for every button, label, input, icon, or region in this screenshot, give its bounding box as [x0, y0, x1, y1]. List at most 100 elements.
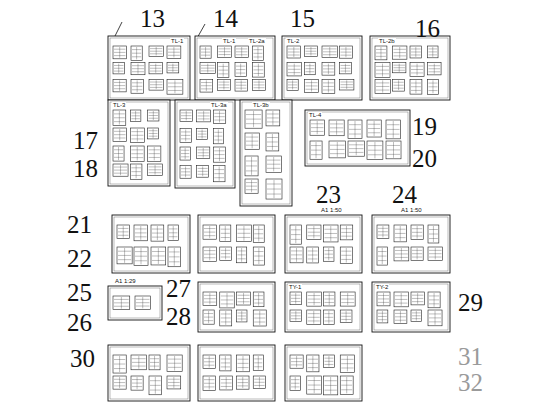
detail-stroke: [203, 111, 204, 121]
detail-stroke: [142, 297, 143, 308]
detail-stroke: [417, 248, 418, 259]
detail-stroke: [209, 356, 210, 368]
detail-stroke: [399, 64, 400, 72]
detail-stroke: [316, 142, 317, 158]
detail-view: [310, 141, 322, 159]
sheet-title: TL-2a: [248, 38, 266, 44]
callout-number: 17: [73, 128, 98, 153]
detail-view: [411, 292, 424, 305]
drawing-sheet: [282, 36, 362, 100]
detail-view: [394, 292, 408, 307]
detail-view: [428, 292, 440, 308]
detail-view: [329, 120, 344, 136]
detail-view: [393, 79, 405, 91]
detail-view: [131, 46, 142, 60]
sheet-title: TL-3b: [252, 102, 270, 108]
detail-stroke: [240, 64, 241, 76]
detail-view: [148, 128, 159, 139]
callout-number: 15: [290, 6, 315, 31]
detail-view: [203, 355, 215, 369]
detail-stroke: [296, 248, 297, 262]
detail-stroke: [135, 111, 136, 121]
detail-view: [322, 46, 338, 58]
detail-stroke: [155, 64, 156, 73]
detail-view: [200, 46, 211, 58]
detail-stroke: [218, 130, 219, 143]
detail-stroke: [434, 64, 435, 74]
detail-view: [197, 166, 209, 178]
detail-view: [253, 376, 265, 389]
detail-stroke: [251, 157, 252, 175]
detail-stroke: [399, 47, 400, 58]
detail-stroke: [258, 293, 259, 306]
detail-view: [148, 146, 161, 161]
detail-stroke: [118, 64, 119, 73]
detail-view: [340, 46, 353, 58]
detail-view: [149, 46, 163, 56]
detail-stroke: [382, 64, 383, 77]
detail-stroke: [124, 248, 125, 263]
detail-stroke: [314, 293, 315, 305]
detail-view: [213, 147, 225, 162]
detail-stroke: [173, 377, 174, 388]
sheet-title: A1 1:29: [114, 278, 137, 284]
callout-number: 27: [166, 276, 191, 301]
detail-stroke: [224, 47, 225, 56]
callout-number: 19: [412, 114, 437, 139]
detail-stroke: [226, 377, 227, 389]
detail-view: [237, 225, 252, 242]
detail-view: [237, 376, 250, 389]
detail-stroke: [242, 356, 243, 371]
detail-stroke: [417, 226, 418, 239]
detail-stroke: [156, 80, 157, 89]
detail-view: [410, 46, 422, 58]
detail-stroke: [295, 293, 296, 304]
detail-view: [245, 179, 258, 193]
detail-stroke: [295, 226, 296, 243]
detail-stroke: [401, 248, 402, 260]
detail-stroke: [140, 226, 141, 240]
detail-stroke: [185, 167, 186, 178]
detail-stroke: [346, 311, 347, 322]
detail-stroke: [119, 47, 120, 58]
sheet-frame: [284, 38, 360, 98]
detail-view: [135, 296, 150, 309]
detail-view: [367, 141, 383, 159]
detail-stroke: [141, 248, 142, 264]
detail-view: [324, 225, 339, 242]
sheet-frame: [110, 38, 188, 98]
detail-stroke: [330, 226, 331, 241]
sheet-title: TY-2: [375, 284, 389, 290]
detail-view: [322, 63, 335, 75]
detail-view: [324, 292, 335, 306]
sheet-frame: [110, 347, 188, 399]
detail-stroke: [206, 80, 207, 91]
detail-view: [253, 225, 264, 243]
detail-stroke: [382, 248, 383, 264]
detail-stroke: [136, 47, 137, 59]
callout-number: 32: [458, 370, 483, 395]
detail-stroke: [153, 129, 154, 138]
detail-stroke: [432, 80, 433, 93]
detail-view: [290, 310, 302, 322]
detail-stroke: [312, 248, 313, 262]
detail-view: [305, 63, 316, 75]
detail-stroke: [295, 377, 296, 390]
detail-stroke: [313, 311, 314, 324]
detail-stroke: [415, 80, 416, 93]
detail-stroke: [119, 80, 120, 91]
detail-view: [324, 247, 334, 261]
detail-view: [305, 79, 319, 92]
detail-stroke: [243, 226, 244, 241]
sheet-frame: [200, 217, 273, 271]
sheet-frame: [200, 347, 273, 399]
detail-stroke: [173, 47, 174, 57]
detail-stroke: [328, 64, 329, 74]
detail-view: [290, 225, 302, 244]
drawing-sheet: [285, 215, 362, 273]
detail-view: [307, 292, 322, 306]
detail-view: [411, 247, 423, 260]
sheet-frame: [287, 347, 360, 399]
detail-stroke: [432, 47, 433, 57]
detail-view: [266, 156, 281, 172]
